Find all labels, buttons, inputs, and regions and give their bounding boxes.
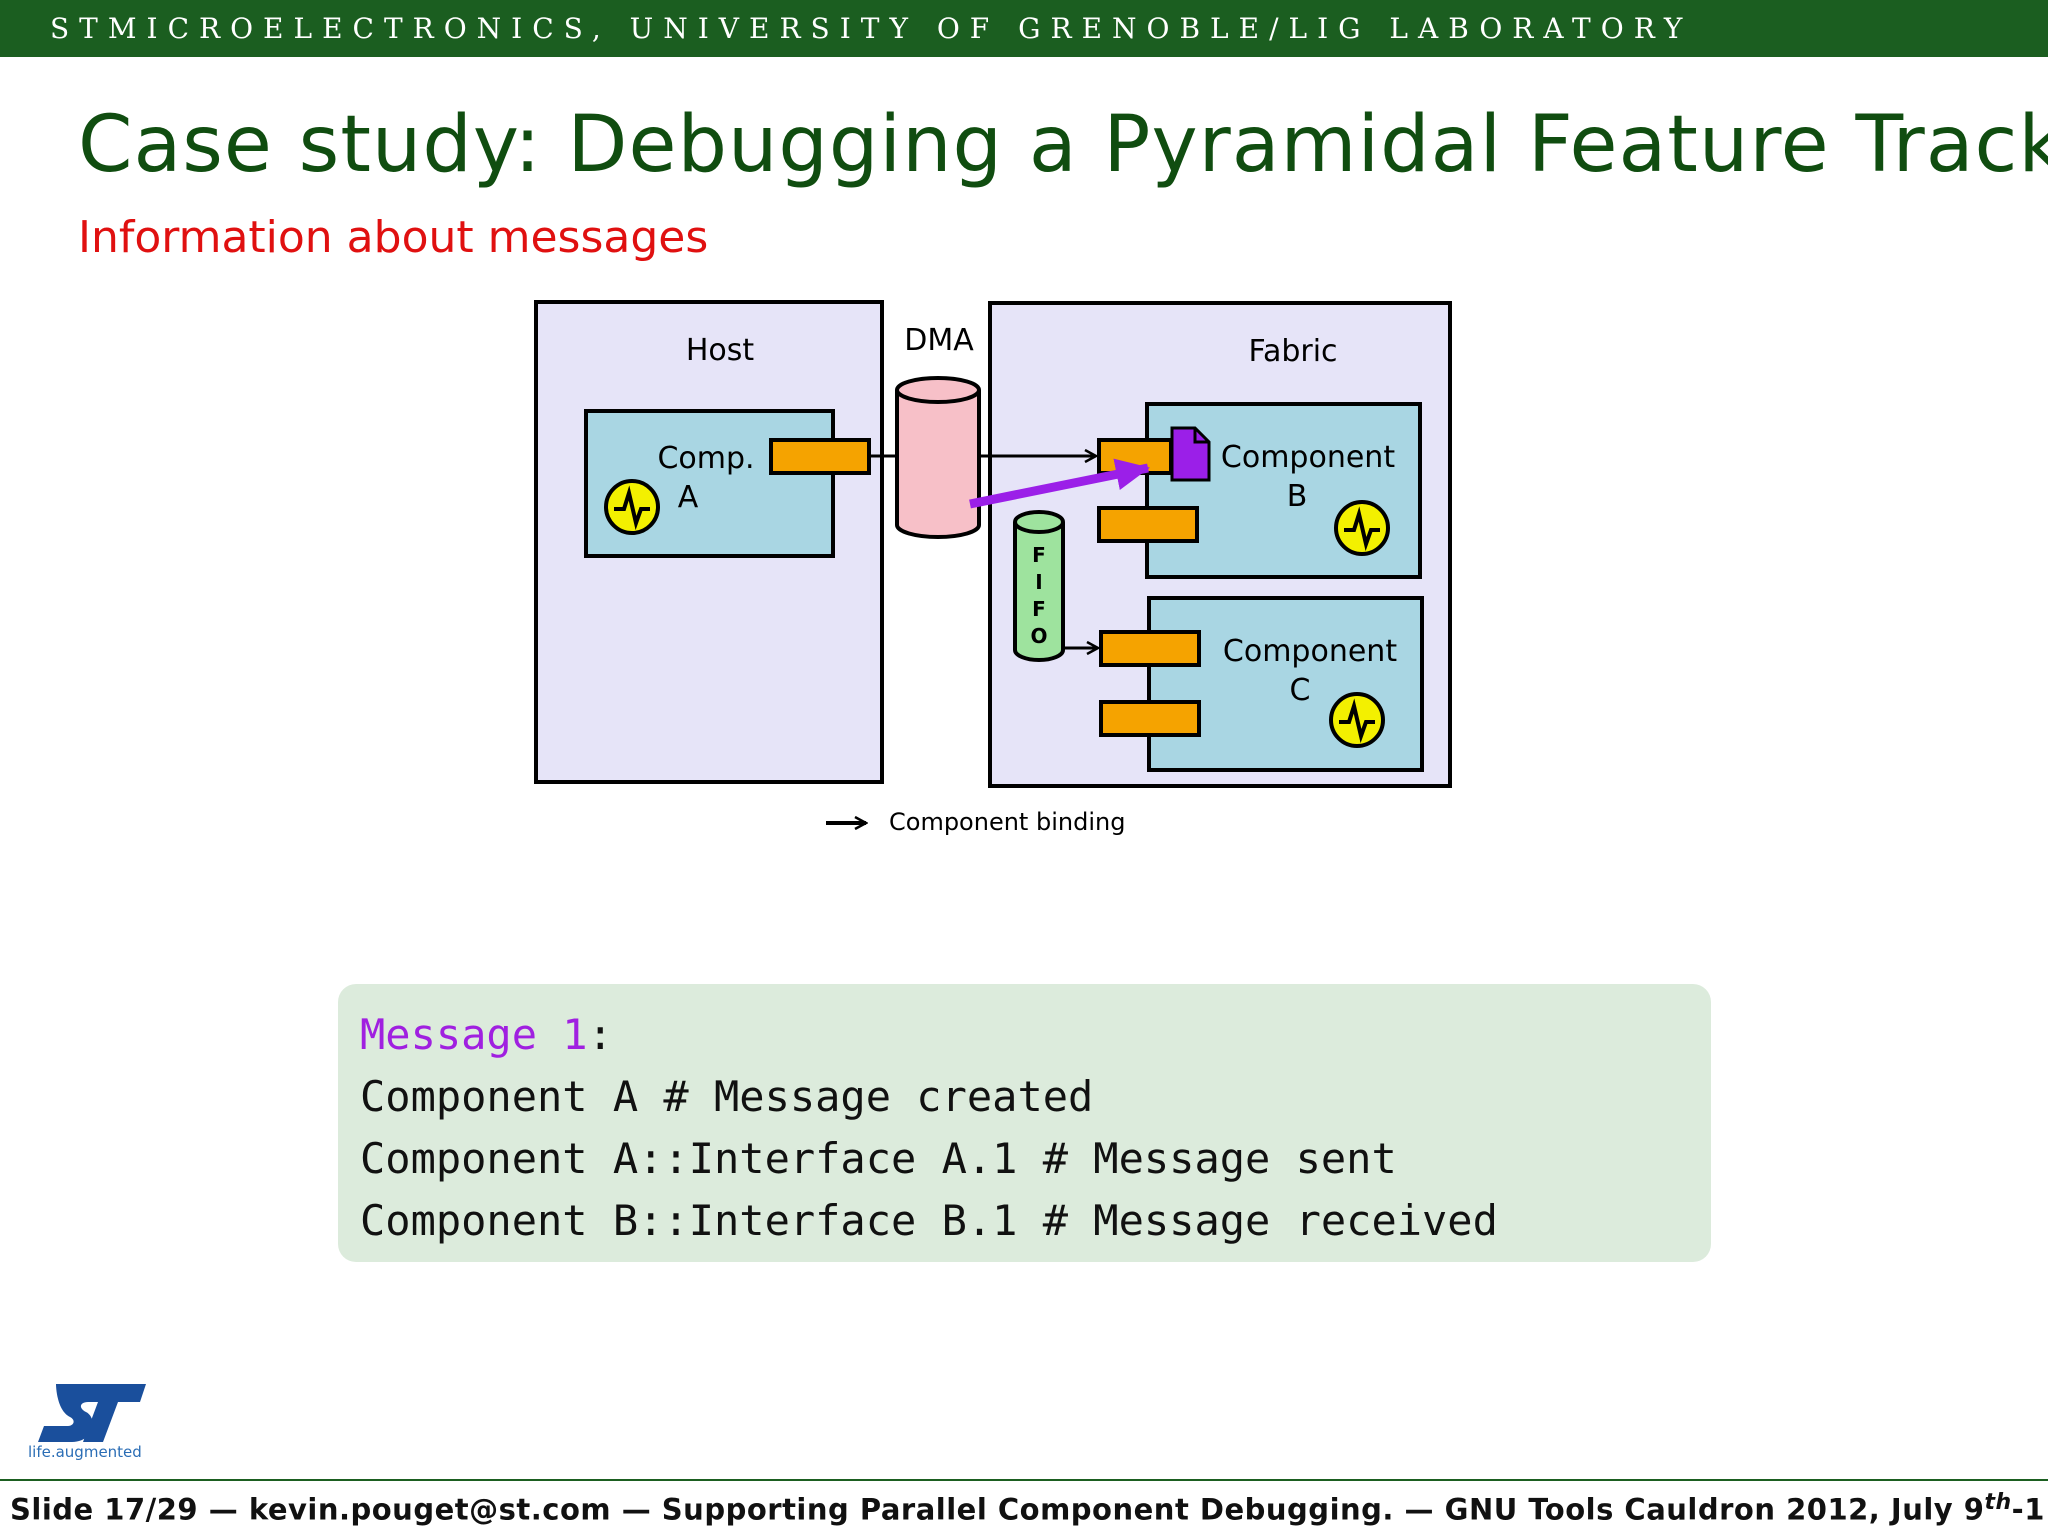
message-box: Message 1: Component A # Message created… [338,984,1711,1262]
component-b-label-line1: Component [1221,440,1395,475]
date-range: -11 [2011,1492,2048,1527]
component-c [1147,596,1424,772]
fabric-label: Fabric [1248,334,1337,369]
activity-icon [1334,500,1390,556]
date-suffix: th [1984,1490,2012,1515]
dma-label: DMA [904,323,974,358]
slide-subtitle: Information about messages [78,212,709,263]
interface-c2 [1099,700,1201,737]
message-line: Component A # Message created [360,1072,1094,1121]
fifo-letter: F [1032,543,1046,567]
activity-icon [604,479,660,535]
fifo-cylinder: F I F O [1013,510,1065,662]
footer-separator: — [1393,1492,1445,1527]
architecture-diagram: Host Fabric DMA Comp. A Component B Comp… [534,300,1452,836]
author-email: kevin.pouget@st.com [248,1492,612,1527]
host-label: Host [686,333,755,368]
message-line: Component B::Interface B.1 # Message rec… [360,1196,1498,1245]
footer-divider [0,1479,2048,1481]
message-heading: Message 1: [360,1004,1689,1066]
footer-separator: — [611,1492,662,1527]
header-institutions: STMICROELECTRONICS, UNIVERSITY OF GRENOB… [50,12,1693,45]
interface-a1 [769,438,871,475]
event-info: GNU Tools Cauldron 2012, July 9 [1444,1492,1985,1527]
fifo-letter: F [1032,597,1046,621]
activity-icon [1329,692,1385,748]
message-line: Component A::Interface A.1 # Message sen… [360,1134,1397,1183]
component-a-label-line1: Comp. [657,441,754,476]
fifo-letter: I [1035,570,1042,594]
component-c-label-line1: Component [1223,634,1397,669]
talk-title: Supporting Parallel Component Debugging. [661,1492,1394,1527]
legend-label: Component binding [889,808,1125,836]
message-label: Message 1 [360,1010,588,1059]
component-b-label-line2: B [1287,479,1308,514]
logo-tagline: life.augmented [28,1443,142,1461]
slide-title: Case study: Debugging a Pyramidal Featur… [78,100,2048,190]
footer-separator: — [198,1492,249,1527]
st-logo-icon [38,1384,146,1442]
interface-b2 [1097,506,1199,543]
component-c-label-line2: C [1290,673,1311,708]
interface-c1 [1099,630,1201,667]
slide-number: Slide 17/29 [10,1492,199,1527]
message-arrow [969,458,1150,509]
component-a-label-line2: A [678,480,699,515]
header-bar: STMICROELECTRONICS, UNIVERSITY OF GRENOB… [0,0,2048,57]
message-document-icon [1170,426,1211,482]
footer: Slide 17/29 — kevin.pouget@st.com — Supp… [10,1490,2048,1527]
message-label-suffix: : [587,1010,613,1059]
dma-cylinder [895,376,981,539]
fifo-letter: O [1030,624,1047,648]
